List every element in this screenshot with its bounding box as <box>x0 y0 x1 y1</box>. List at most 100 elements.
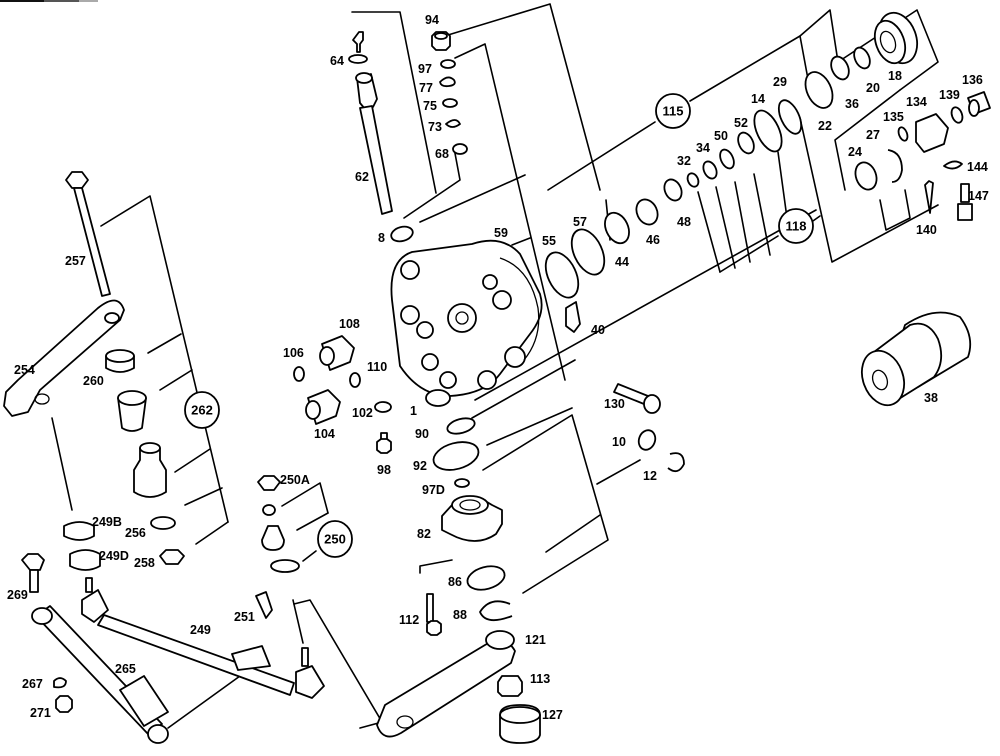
part-snapring-12 <box>667 452 685 473</box>
part-bushing-260 <box>105 349 135 373</box>
part-snapring-88 <box>479 600 513 622</box>
label-140: 140 <box>916 223 937 237</box>
part-washer-135 <box>897 126 909 142</box>
label-8: 8 <box>378 231 385 245</box>
part-cotter-pin-140 <box>924 180 934 214</box>
label-265: 265 <box>115 662 136 676</box>
label-121: 121 <box>525 633 546 647</box>
part-plate-40 <box>565 301 581 333</box>
part-fitting-147 <box>957 183 973 221</box>
part-spacer-250 <box>262 504 276 516</box>
label-24: 24 <box>848 145 862 159</box>
label-68: 68 <box>435 147 449 161</box>
callout-118: 118 <box>778 208 814 244</box>
part-nut-258 <box>159 549 185 565</box>
label-75: 75 <box>423 99 437 113</box>
label-102: 102 <box>352 406 373 420</box>
part-washer-97 <box>440 59 456 69</box>
label-249B: 249B <box>92 515 122 529</box>
part-ring-50 <box>719 148 735 170</box>
part-cap-127 <box>499 704 541 744</box>
part-nut-94 <box>431 31 451 51</box>
part-ring-57 <box>570 228 606 276</box>
label-14: 14 <box>751 92 765 106</box>
label-112: 112 <box>399 613 419 627</box>
part-oring-97D <box>454 478 470 488</box>
part-washer-256 <box>150 516 176 530</box>
label-130: 130 <box>604 397 625 411</box>
label-12: 12 <box>643 469 657 483</box>
label-258: 258 <box>134 556 155 570</box>
part-bushing-249B <box>63 521 95 541</box>
part-piston-18 <box>873 11 919 65</box>
label-82: 82 <box>417 527 431 541</box>
label-97D: 97D <box>422 483 445 497</box>
part-bushing-upper <box>117 390 147 432</box>
part-shaft-splined <box>133 442 167 498</box>
svg-text:118: 118 <box>786 219 807 234</box>
label-20: 20 <box>866 81 880 95</box>
label-92: 92 <box>413 459 427 473</box>
callout-250: 250 <box>317 520 353 558</box>
label-62: 62 <box>355 170 369 184</box>
label-50: 50 <box>714 129 728 143</box>
part-washer-20 <box>853 46 871 70</box>
part-tie-rod-249 <box>81 577 325 699</box>
part-bleeder-98 <box>376 432 392 454</box>
label-144: 144 <box>967 160 988 174</box>
part-washer-106 <box>293 366 305 382</box>
label-147: 147 <box>968 189 989 203</box>
part-oring-92 <box>432 441 480 471</box>
part-washer-102 <box>374 401 392 413</box>
part-labels: 94 64 97 77 75 73 68 62 8 59 55 57 44 46… <box>7 13 989 722</box>
label-34: 34 <box>696 141 710 155</box>
svg-text:250: 250 <box>324 532 346 547</box>
label-256: 256 <box>125 526 146 540</box>
label-134: 134 <box>906 95 927 109</box>
label-257: 257 <box>65 254 86 268</box>
part-bolt-112 <box>426 593 442 636</box>
part-ring-52 <box>737 131 755 155</box>
part-bracket-251 <box>255 591 273 619</box>
callout-115: 115 <box>655 93 691 129</box>
svg-text:262: 262 <box>191 403 213 418</box>
label-127: 127 <box>542 708 563 722</box>
label-59: 59 <box>494 226 508 240</box>
part-seal-44 <box>604 211 630 245</box>
part-washer-139 <box>950 106 964 124</box>
label-94: 94 <box>425 13 439 27</box>
label-267: 267 <box>22 677 43 691</box>
part-ring-55 <box>544 251 580 299</box>
label-48: 48 <box>677 215 691 229</box>
label-52: 52 <box>734 116 748 130</box>
part-cover-82 <box>441 495 503 542</box>
label-260: 260 <box>83 374 104 388</box>
part-seal-22 <box>804 71 834 109</box>
label-98: 98 <box>377 463 391 477</box>
label-136: 136 <box>962 73 983 87</box>
label-108: 108 <box>339 317 360 331</box>
part-clip-36 <box>830 55 850 81</box>
part-nut-250A <box>257 475 281 491</box>
part-ring-34 <box>702 160 718 180</box>
label-57: 57 <box>573 215 587 229</box>
part-bolt-130 <box>613 383 661 414</box>
label-271: 271 <box>30 706 51 720</box>
part-valve-38 <box>861 311 972 407</box>
label-249D: 249D <box>99 549 129 563</box>
label-104: 104 <box>314 427 335 441</box>
label-90: 90 <box>415 427 429 441</box>
part-nut-113 <box>497 675 523 697</box>
label-135: 135 <box>883 110 904 124</box>
label-22: 22 <box>818 119 832 133</box>
label-139: 139 <box>939 88 960 102</box>
label-269: 269 <box>7 588 28 602</box>
part-valve-134 <box>915 113 949 153</box>
label-40: 40 <box>591 323 605 337</box>
image-top-edge-bar <box>0 0 98 2</box>
label-106: 106 <box>283 346 304 360</box>
part-clip-73 <box>445 119 461 128</box>
part-washer-75 <box>442 98 458 108</box>
part-pitman-arm-121 <box>376 630 516 738</box>
